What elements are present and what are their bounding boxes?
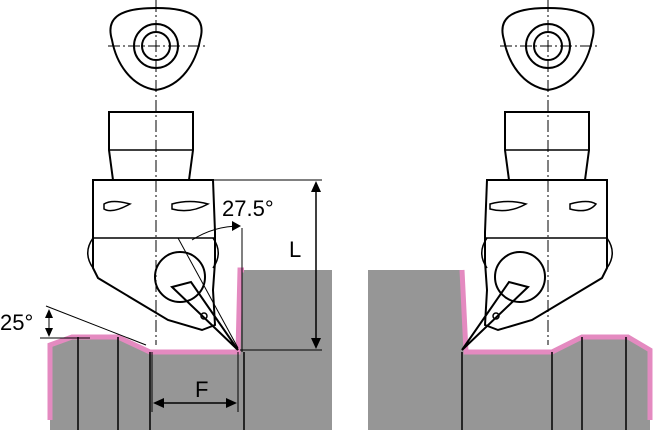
right-bolt-slot <box>569 200 598 212</box>
f-arrow-head <box>226 398 237 408</box>
left-insert-body <box>170 280 239 351</box>
left-insert <box>170 280 239 351</box>
angle-left-arrow <box>45 309 53 318</box>
right-holder-body <box>483 179 608 332</box>
left-clamp-circle <box>154 251 206 303</box>
left-workpiece <box>47 267 332 430</box>
l-arrow-head <box>311 338 321 349</box>
angle-reference-line <box>177 237 239 349</box>
left-bolt-slot <box>103 200 132 212</box>
f-arrow-head <box>153 398 164 408</box>
right-shank-end-view <box>500 0 598 100</box>
left-dimensions: L F 27.5° 25° <box>0 179 322 412</box>
left-bolt-slot <box>171 200 210 212</box>
angle-top-arrow <box>232 221 241 231</box>
left-view: L F 27.5° 25° <box>0 0 332 430</box>
left-tool-holder <box>87 100 219 345</box>
right-holder-line <box>481 237 488 269</box>
left-holder-line <box>212 237 219 269</box>
right-clamp-circle <box>494 251 546 303</box>
left-holder-line <box>87 237 94 269</box>
right-holder-line <box>606 237 613 269</box>
right-tool-holder <box>481 100 613 345</box>
left-holder-coupling <box>108 111 194 181</box>
angle-reference-line <box>45 305 147 346</box>
l-arrow-head <box>311 181 321 192</box>
left-holder-body <box>92 179 217 332</box>
right-bolt-slot <box>489 200 528 212</box>
angle-left-arrow <box>45 328 53 337</box>
right-insert-hole <box>492 312 500 320</box>
right-workpiece-body <box>368 270 650 430</box>
right-workpiece <box>368 269 653 430</box>
dim-offset-label: F <box>195 377 208 402</box>
right-view <box>368 0 653 430</box>
right-holder-coupling <box>504 111 590 181</box>
angle-top-label: 27.5° <box>222 196 274 221</box>
left-shank-end-view <box>108 0 205 100</box>
right-insert <box>461 280 530 351</box>
angle-left-label: 25° <box>0 310 33 335</box>
dim-length-label: L <box>289 237 301 262</box>
left-workpiece-body <box>50 270 332 430</box>
left-insert-hole <box>200 312 208 320</box>
right-insert-body <box>461 280 530 351</box>
left-workpiece-edge <box>47 267 244 420</box>
